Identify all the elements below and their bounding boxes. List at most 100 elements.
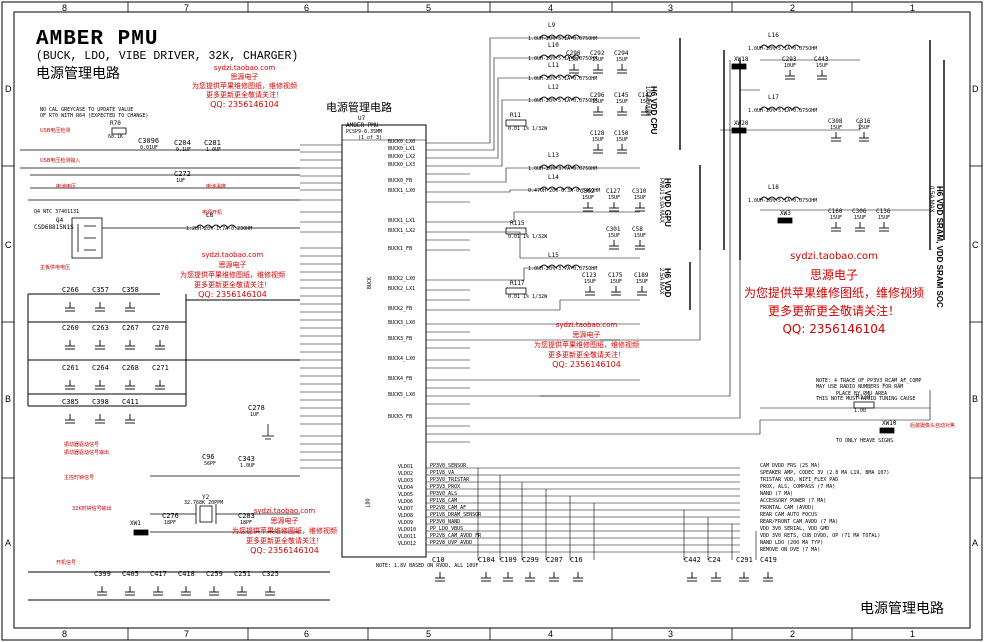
crystal-y2-symbol — [150, 475, 300, 533]
capacitor-ref: C399 — [94, 570, 111, 578]
capacitor-value: 1UF — [176, 178, 186, 184]
capacitor-ref: C272 — [174, 170, 191, 178]
capacitor-symbol — [855, 222, 865, 232]
note-power-on: 电源开机 — [202, 210, 223, 216]
ldo-pin-label: VLDO5 — [398, 492, 414, 498]
pmu-chip-body — [341, 124, 427, 558]
watermark-5-site: sydzi.taobao.com — [790, 251, 878, 262]
capacitor-ref: C207 — [546, 556, 563, 564]
capacitor-ref: C310 — [632, 188, 647, 195]
ldo-pin-label: VLDO1 — [398, 464, 414, 470]
capacitor-symbol — [635, 240, 645, 250]
grid-row-right-c: C — [972, 240, 979, 250]
grid-col-top-7: 7 — [184, 3, 190, 13]
capacitor-symbol — [583, 202, 593, 212]
ldo-pin-label: VLDO4 — [398, 485, 414, 491]
capacitor-ref: C325 — [262, 570, 279, 578]
chip-ref: U7 — [358, 115, 366, 122]
capacitor-symbol — [95, 380, 105, 390]
capacitor-ref: C104 — [478, 556, 495, 564]
inductor-value: 1.0UH-20%-5.1A-0.075OHM — [748, 198, 818, 204]
inductor-ref: L16 — [768, 32, 779, 39]
capacitor-ref: C127 — [606, 188, 621, 195]
grid-col-bottom-5: 5 — [426, 629, 432, 639]
capacitor-symbol — [637, 286, 647, 296]
capacitor-ref: C150 — [614, 130, 629, 137]
grid-row-left-b: B — [5, 394, 12, 404]
buck-pin-label: BUCK5_FB — [388, 414, 413, 420]
capacitor-symbol — [617, 106, 627, 116]
right-note-cn: 后装摄像头自动对焦 — [910, 423, 956, 429]
capacitor-symbol — [435, 572, 445, 582]
capacitor-value: 15UF — [610, 279, 623, 285]
note-main-clock: 主控时钟信号 — [64, 475, 95, 481]
note-usb-detect-input: USB电压检测输入 — [40, 158, 81, 164]
capacitor-value: 15UF — [616, 137, 629, 143]
watermark-2: sydzi.taobao.com 思源电子 为您提供苹果维修图纸，维修视频 更多… — [180, 250, 285, 300]
inductor-ref: L10 — [548, 42, 559, 49]
capacitor-ref: C276 — [162, 512, 179, 520]
capacitor-ref: C292 — [590, 50, 605, 57]
capacitor-symbol — [879, 222, 889, 232]
capacitor-ref: C283 — [238, 512, 255, 520]
note-greycase-1: NO CAL GREYCASE TO UPDATE VALUE — [40, 107, 134, 113]
capacitor-value: 15UF — [592, 57, 605, 63]
capacitor-value: 10UF — [784, 63, 797, 69]
capacitor-ref: C443 — [814, 56, 829, 63]
grid-row-right-a: A — [972, 538, 979, 548]
capacitor-symbol — [585, 286, 595, 296]
watermark-3-qq: QQ: 2356146104 — [552, 360, 621, 369]
ldo-output-net: PP_LDO_VBUS — [430, 526, 464, 532]
capacitor-symbol — [573, 572, 583, 582]
inductor-ref: L11 — [548, 62, 559, 69]
capacitor-value: 15UF — [616, 57, 629, 63]
capacitor-ref: C267 — [122, 324, 139, 332]
ldo-note: REMOVE ON DVE (7 MA) — [760, 547, 821, 553]
capacitor-ref: C316 — [856, 118, 871, 125]
grid-row-left-d: D — [5, 84, 12, 94]
resistor-value: 0.01 1% 1/32W — [508, 234, 548, 240]
capacitor-value: 1.0UF — [240, 463, 256, 469]
capacitor-ref: C358 — [122, 286, 139, 294]
rail-label-gpu-max: PMU1 5.0A MAX — [658, 178, 664, 224]
ldo-pin-label: VLDO2 — [398, 471, 414, 477]
capacitor-value: 15UF — [858, 125, 871, 131]
watermark-4: sydzi.taobao.com 思源电子 为您提供苹果维修图纸，维修视频 更多… — [232, 506, 337, 556]
grid-col-top-5: 5 — [426, 3, 432, 13]
capacitor-symbol — [265, 586, 275, 596]
ldo-note: NAND (7 MA) — [760, 491, 794, 497]
capacitor-symbol — [687, 572, 697, 582]
crystal-value: 32.768K 20PPM — [184, 500, 224, 506]
capacitor-ref: C385 — [62, 398, 79, 406]
note-vibe-output: 振动器驱动信号输出 — [64, 450, 110, 456]
capacitor-ref: C301 — [606, 226, 621, 233]
q4-symbol — [20, 149, 300, 259]
capacitor-ref: C278 — [248, 404, 265, 412]
capacitor-symbol — [593, 106, 603, 116]
inner-border — [13, 11, 971, 629]
inductor-value: 1.2UH-20%-1.7A-0.23OHM — [186, 226, 253, 232]
chip-side-buck: BUCK — [367, 276, 374, 290]
capacitor-ref: C3096 — [138, 137, 160, 145]
chip-sheet: (1 of 3) — [358, 135, 383, 141]
buck-pin-label: BUCK2_FB — [388, 306, 413, 312]
capacitor-symbol — [153, 586, 163, 596]
capacitor-ref: C418 — [178, 570, 195, 578]
inductor-value: 1.0UH-20%-5.1A-0.075OHM — [528, 76, 598, 82]
capacitor-ref: C290 — [566, 50, 581, 57]
chip-title-cn: 电源管理电路 — [326, 101, 392, 114]
capacitor-ref: C136 — [876, 208, 891, 215]
bottom-note: NOTE: 1.8V BASED ON RVDD, ALL 10UF — [376, 563, 479, 569]
capacitor-ref: C417 — [150, 570, 167, 578]
capacitor-ref: C260 — [62, 324, 79, 332]
watermark-1: sydzi.taobao.com 思源电子 为您提供苹果维修图纸，维修视频 更多… — [192, 64, 297, 109]
capacitor-symbol — [155, 380, 165, 390]
ldo-pin-label: VLDO12 — [398, 541, 417, 547]
capacitor-ref: C264 — [92, 364, 109, 372]
grid-col-top-6: 6 — [304, 3, 310, 13]
inductor-value: 1.0UH-20%-5.1A-0.075OHM — [748, 108, 818, 114]
inductor-value: 1.0UH-20%-3.7A-0.075OHM — [528, 166, 598, 172]
grid-col-bottom-8: 8 — [62, 629, 68, 639]
capacitor-value: 15UF — [636, 279, 649, 285]
capacitor-symbol — [817, 70, 827, 80]
